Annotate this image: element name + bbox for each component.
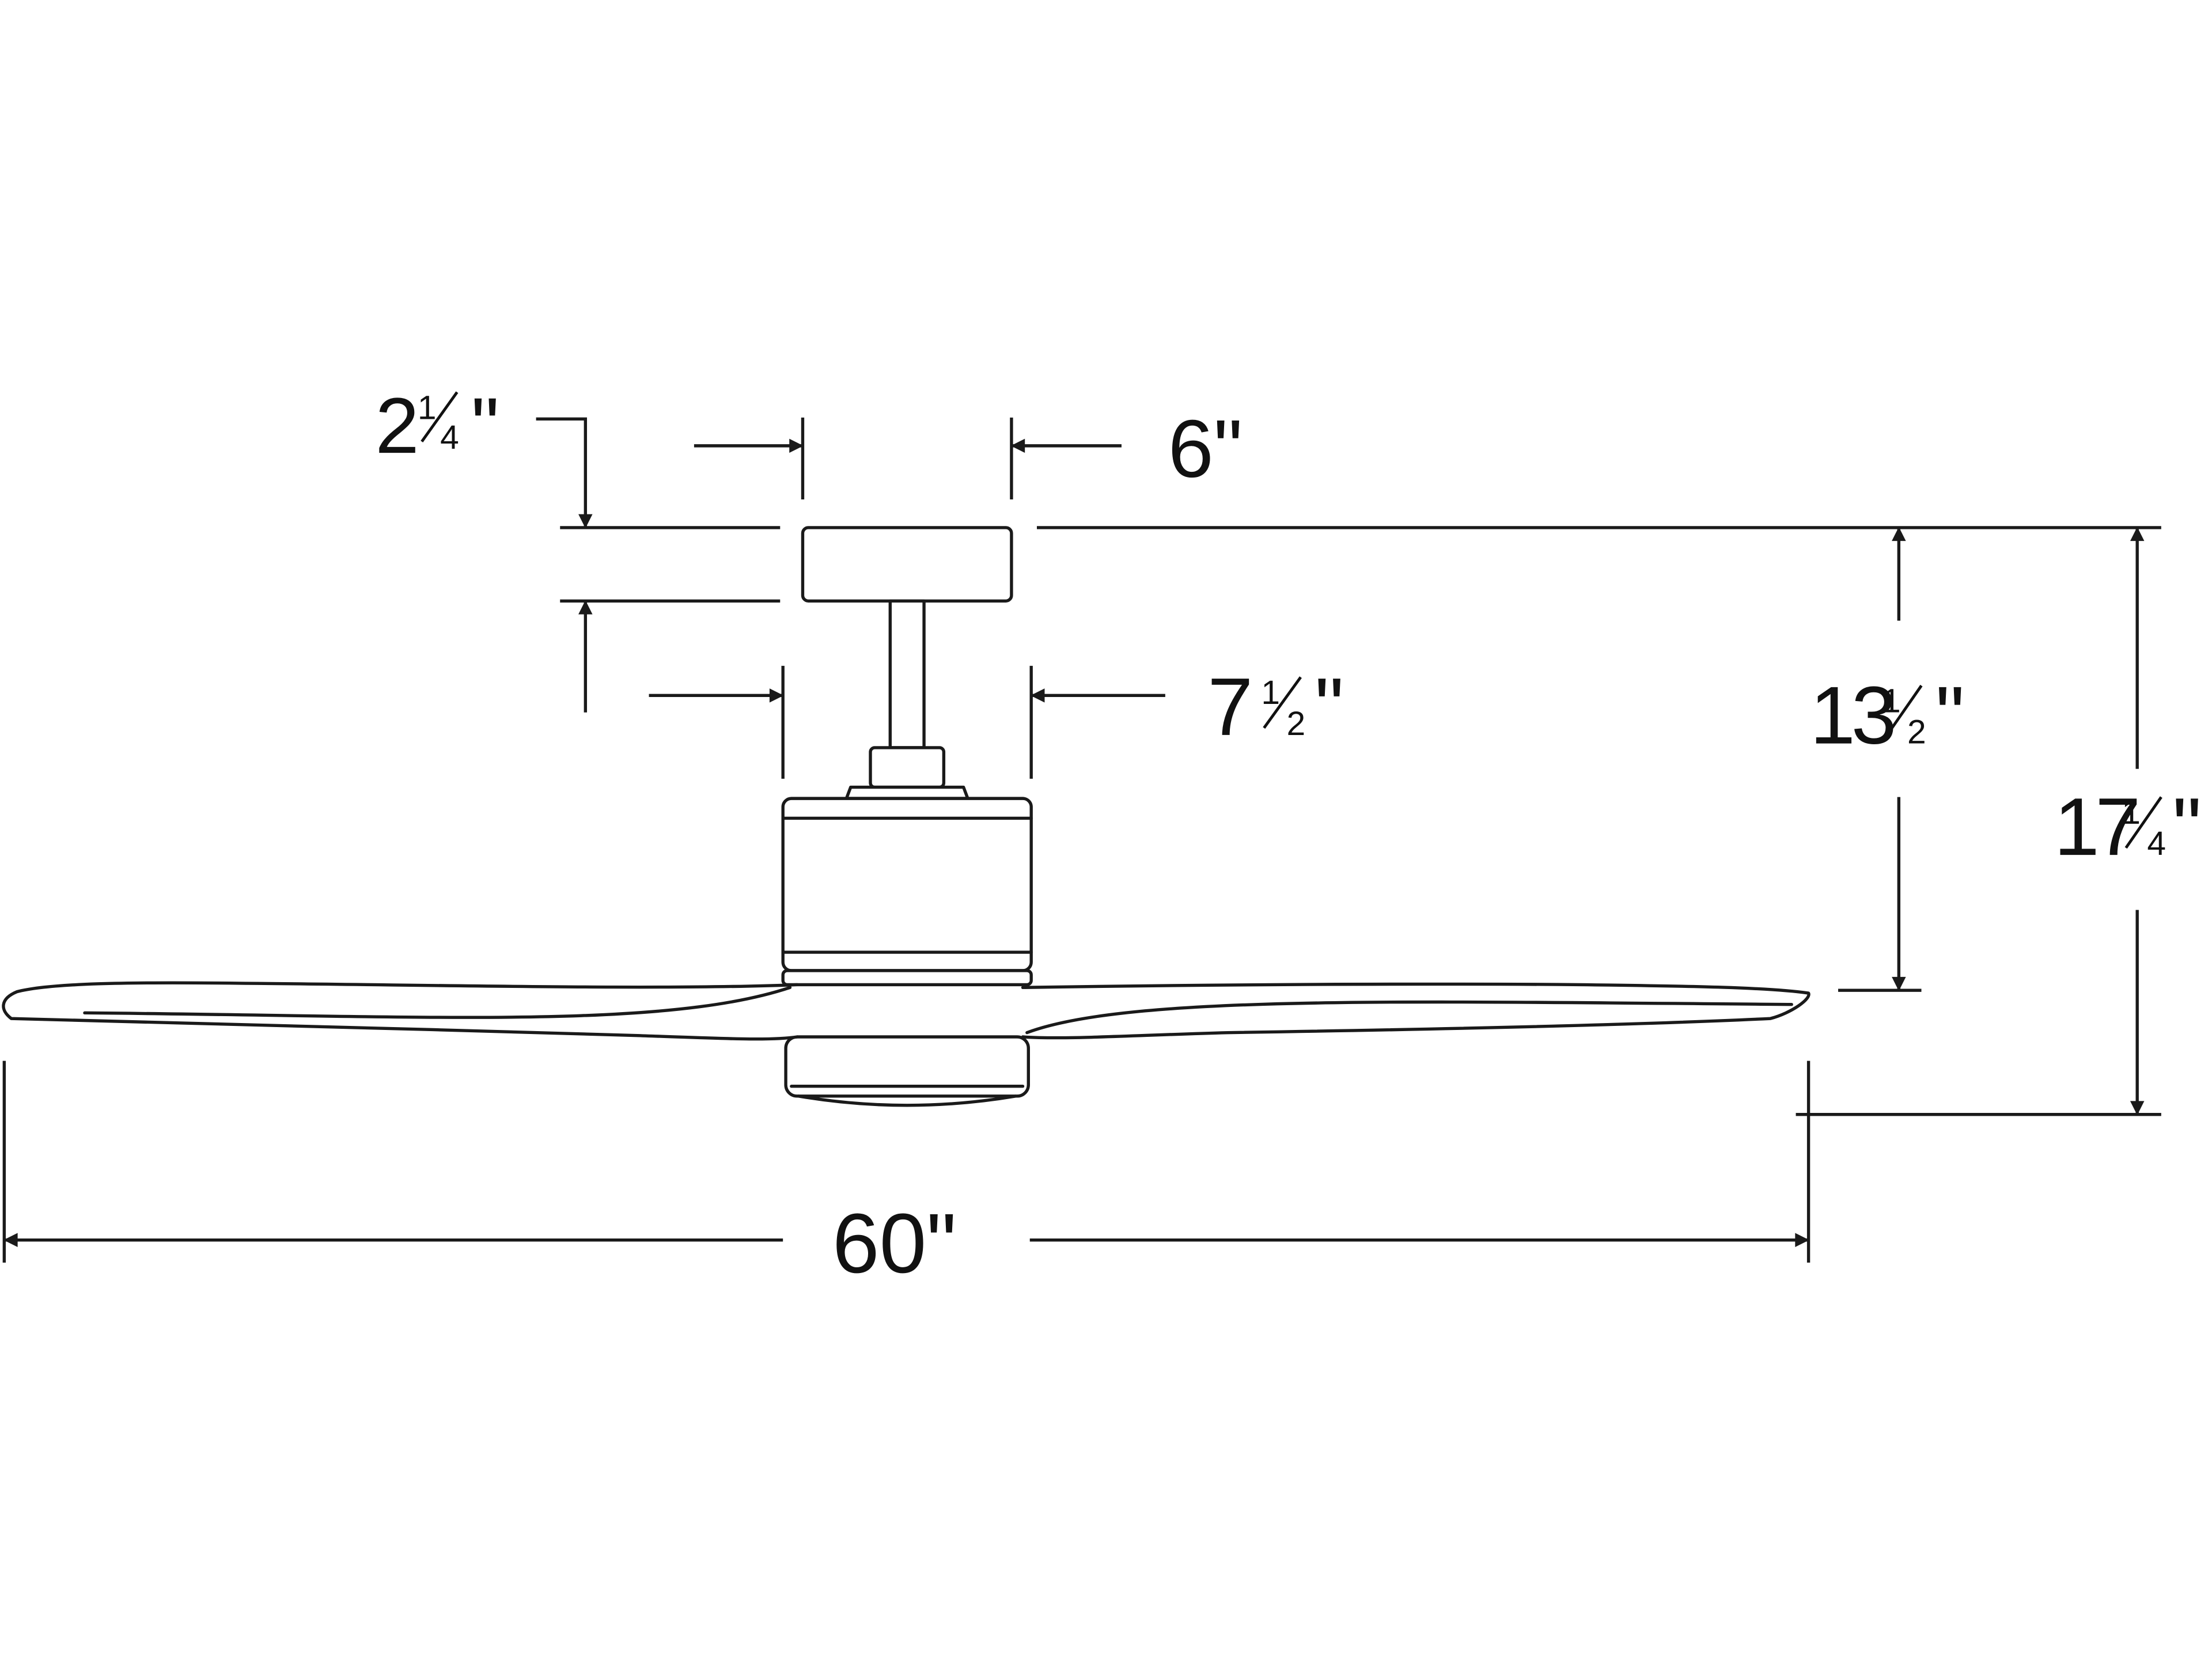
- ceiling-to-blade-label: 13 1 2 ": [1810, 670, 1964, 762]
- svg-text:4: 4: [440, 419, 459, 456]
- canopy-height-label: 2 1 4 ": [375, 382, 499, 470]
- canopy-height-whole: 2: [375, 382, 416, 470]
- ceiling-to-blade-whole: 13: [1810, 670, 1893, 762]
- canopy: [801, 526, 1013, 603]
- downrod-coupler: [869, 746, 946, 789]
- dimension-lines: [2, 417, 2161, 1263]
- svg-text:4: 4: [2147, 825, 2166, 862]
- svg-text:1: 1: [1882, 683, 1901, 720]
- motor-width-whole: 7: [1207, 661, 1253, 753]
- svg-text:2: 2: [1286, 705, 1305, 743]
- overall-height-whole: 17: [2054, 781, 2137, 873]
- overall-height-unit: ": [2172, 781, 2201, 873]
- svg-text:1: 1: [2122, 794, 2141, 831]
- svg-text:1: 1: [1261, 674, 1280, 711]
- canopy-height-unit: ": [471, 382, 499, 470]
- downrod: [888, 599, 926, 749]
- blade-span-label: 60": [832, 1196, 957, 1291]
- motor-housing: [781, 797, 1033, 972]
- svg-text:2: 2: [1907, 714, 1926, 751]
- light-kit: [784, 1035, 1030, 1098]
- motor-width-label: 7 1 2 ": [1207, 661, 1344, 753]
- overall-height-label: 17 1 4 ": [2054, 781, 2202, 873]
- right-blade: [1021, 982, 1810, 1040]
- svg-text:1: 1: [418, 389, 437, 426]
- motor-width-unit: ": [1315, 661, 1343, 753]
- ceiling-to-blade-unit: ": [1936, 670, 1964, 762]
- ceiling-fan-drawing: [2, 526, 1810, 1107]
- canopy-width-label: 6": [1168, 403, 1243, 495]
- left-blade: [2, 981, 799, 1041]
